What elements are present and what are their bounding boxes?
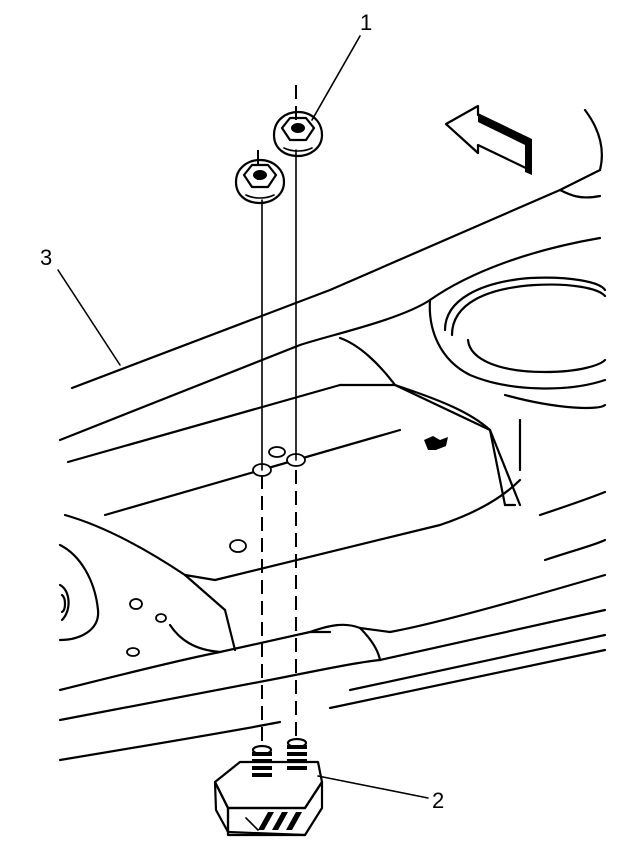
panel-notch: [424, 436, 448, 450]
nut-left: [234, 158, 286, 205]
callout-label-1: 1: [360, 10, 372, 35]
nut-right: [272, 110, 324, 158]
panel-hole: [155, 613, 167, 623]
panel-hole: [229, 539, 247, 553]
callout-2: 2: [317, 775, 444, 813]
panel-hole: [126, 647, 140, 657]
floor-panel: [58, 108, 607, 762]
fastener-centerlines: [257, 85, 297, 748]
stud-left: [251, 744, 273, 777]
callout-label-3: 3: [40, 245, 52, 270]
bracket-with-studs: [213, 737, 324, 837]
stud-right: [286, 737, 308, 770]
panel-hole: [129, 598, 143, 610]
callout-1: 1: [311, 10, 372, 121]
front-direction-arrow-icon: [444, 104, 532, 175]
callout-label-2: 2: [432, 788, 444, 813]
callout-3: 3: [40, 245, 121, 366]
panel-hole: [268, 446, 286, 458]
